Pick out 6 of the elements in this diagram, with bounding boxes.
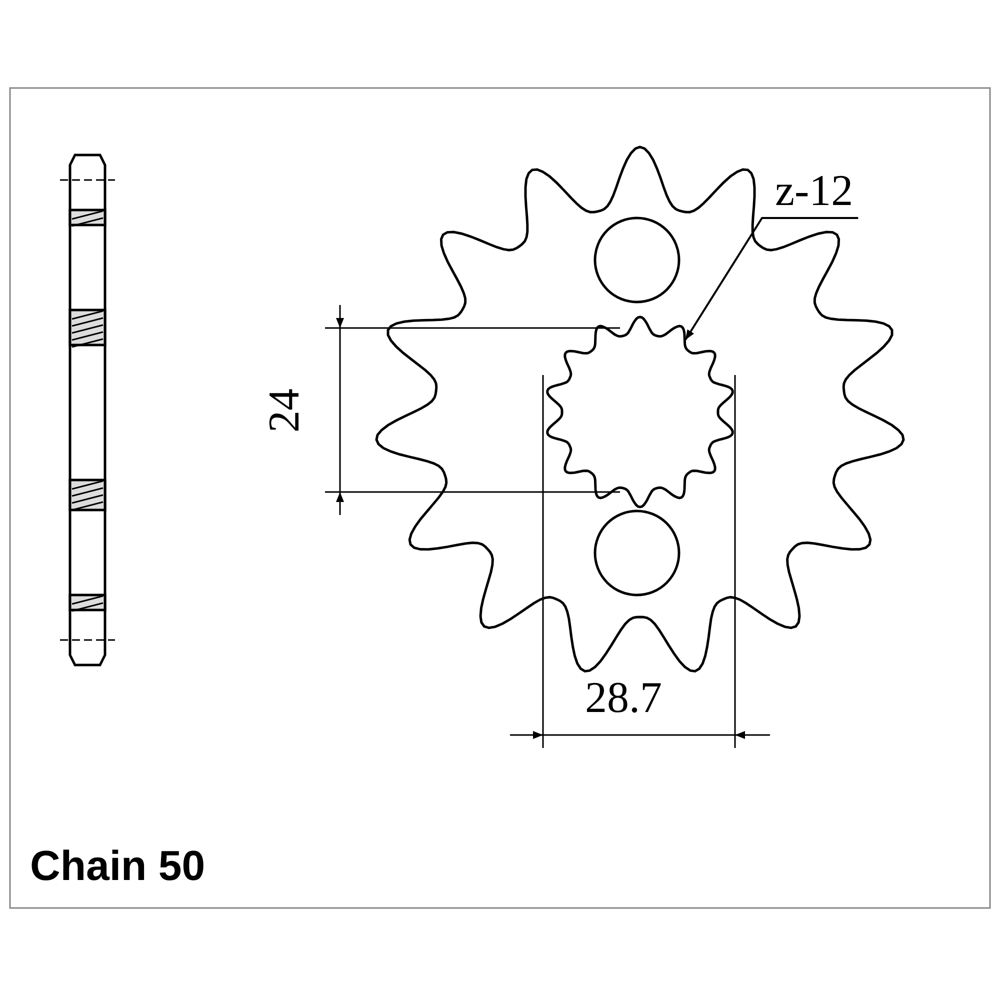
chain-size-label: Chain 50 xyxy=(30,842,206,890)
dimension-value: 28.7 xyxy=(585,672,662,723)
splined-bore xyxy=(546,316,734,508)
leader-line xyxy=(684,217,858,340)
dimension-value: 24 xyxy=(258,388,310,432)
tooth-count-label: z-12 xyxy=(775,165,854,216)
